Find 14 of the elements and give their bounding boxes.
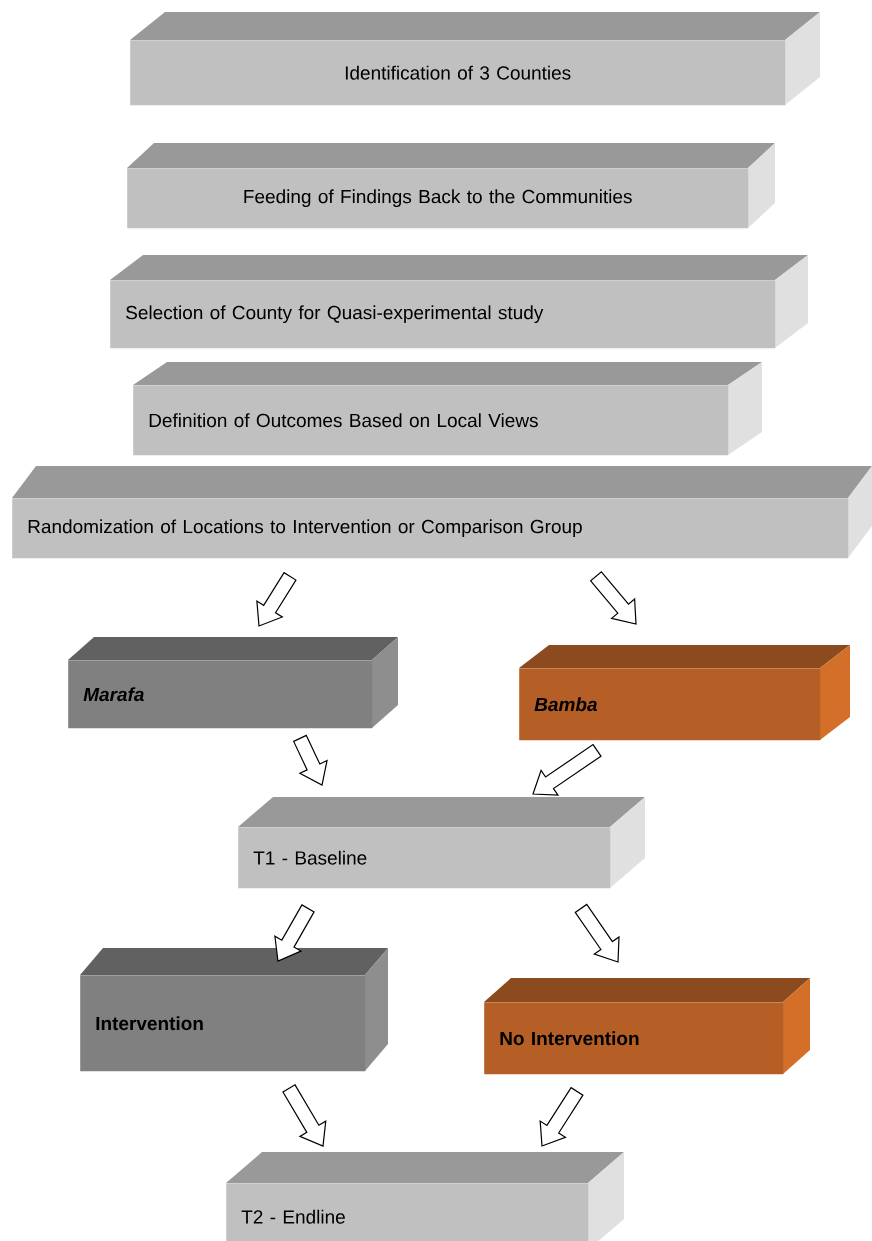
process-box: Marafa xyxy=(68,637,398,729)
process-box: Identification of 3 Counties xyxy=(130,12,820,106)
process-box: Intervention xyxy=(80,948,388,1072)
process-box: T1 - Baseline xyxy=(238,797,645,889)
block-arrow xyxy=(282,1084,327,1147)
process-box: Randomization of Locations to Intervention or Comparison Group xyxy=(12,466,872,559)
block-arrow xyxy=(574,903,620,963)
process-box: No Intervention xyxy=(484,978,810,1075)
process-box: Feeding of Findings Back to the Communities xyxy=(127,143,775,229)
process-box: T2 - Endline xyxy=(226,1152,624,1241)
block-arrow xyxy=(274,904,315,962)
process-box: Bamba xyxy=(519,645,850,741)
process-box: Selection of County for Quasi-experimental study xyxy=(110,255,808,349)
process-box: Definition of Outcomes Based on Local Views xyxy=(133,362,762,456)
